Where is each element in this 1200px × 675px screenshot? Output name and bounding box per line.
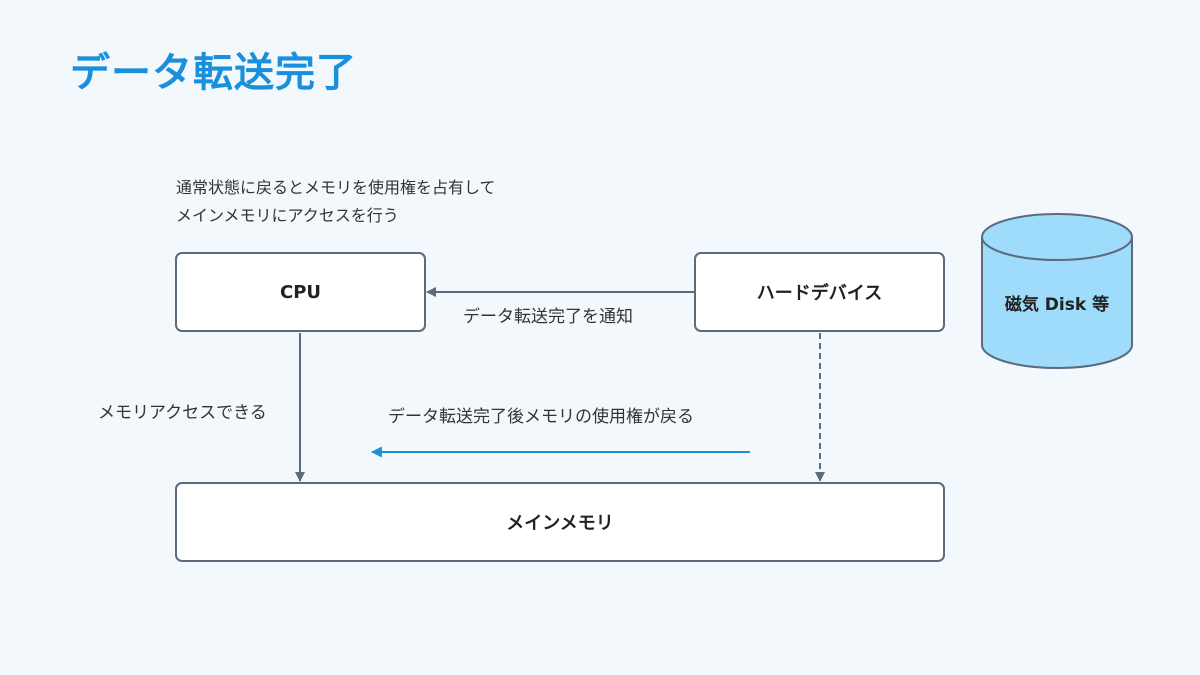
note-line-2: メインメモリにアクセスを行う: [176, 206, 399, 225]
main-memory-box: メインメモリ: [175, 482, 945, 562]
note-line-1: 通常状態に戻るとメモリを使用権を占有して: [176, 178, 496, 197]
transfer-notify-label: データ転送完了を通知: [463, 307, 633, 327]
memory-access-label: メモリアクセスできる: [98, 403, 267, 423]
page-title: データ転送完了: [70, 50, 357, 96]
cpu-box: CPU: [175, 252, 426, 332]
usage-returns-label: データ転送完了後メモリの使用権が戻る: [388, 407, 694, 427]
hard-device-box: ハードデバイス: [694, 252, 945, 332]
main-memory-label: メインメモリ: [506, 513, 614, 534]
hard-device-label: ハードデバイス: [756, 283, 883, 304]
disk-cylinder-icon: [981, 213, 1133, 369]
cpu-label: CPU: [279, 281, 322, 303]
disk-label: 磁気 Disk 等: [1004, 295, 1110, 315]
